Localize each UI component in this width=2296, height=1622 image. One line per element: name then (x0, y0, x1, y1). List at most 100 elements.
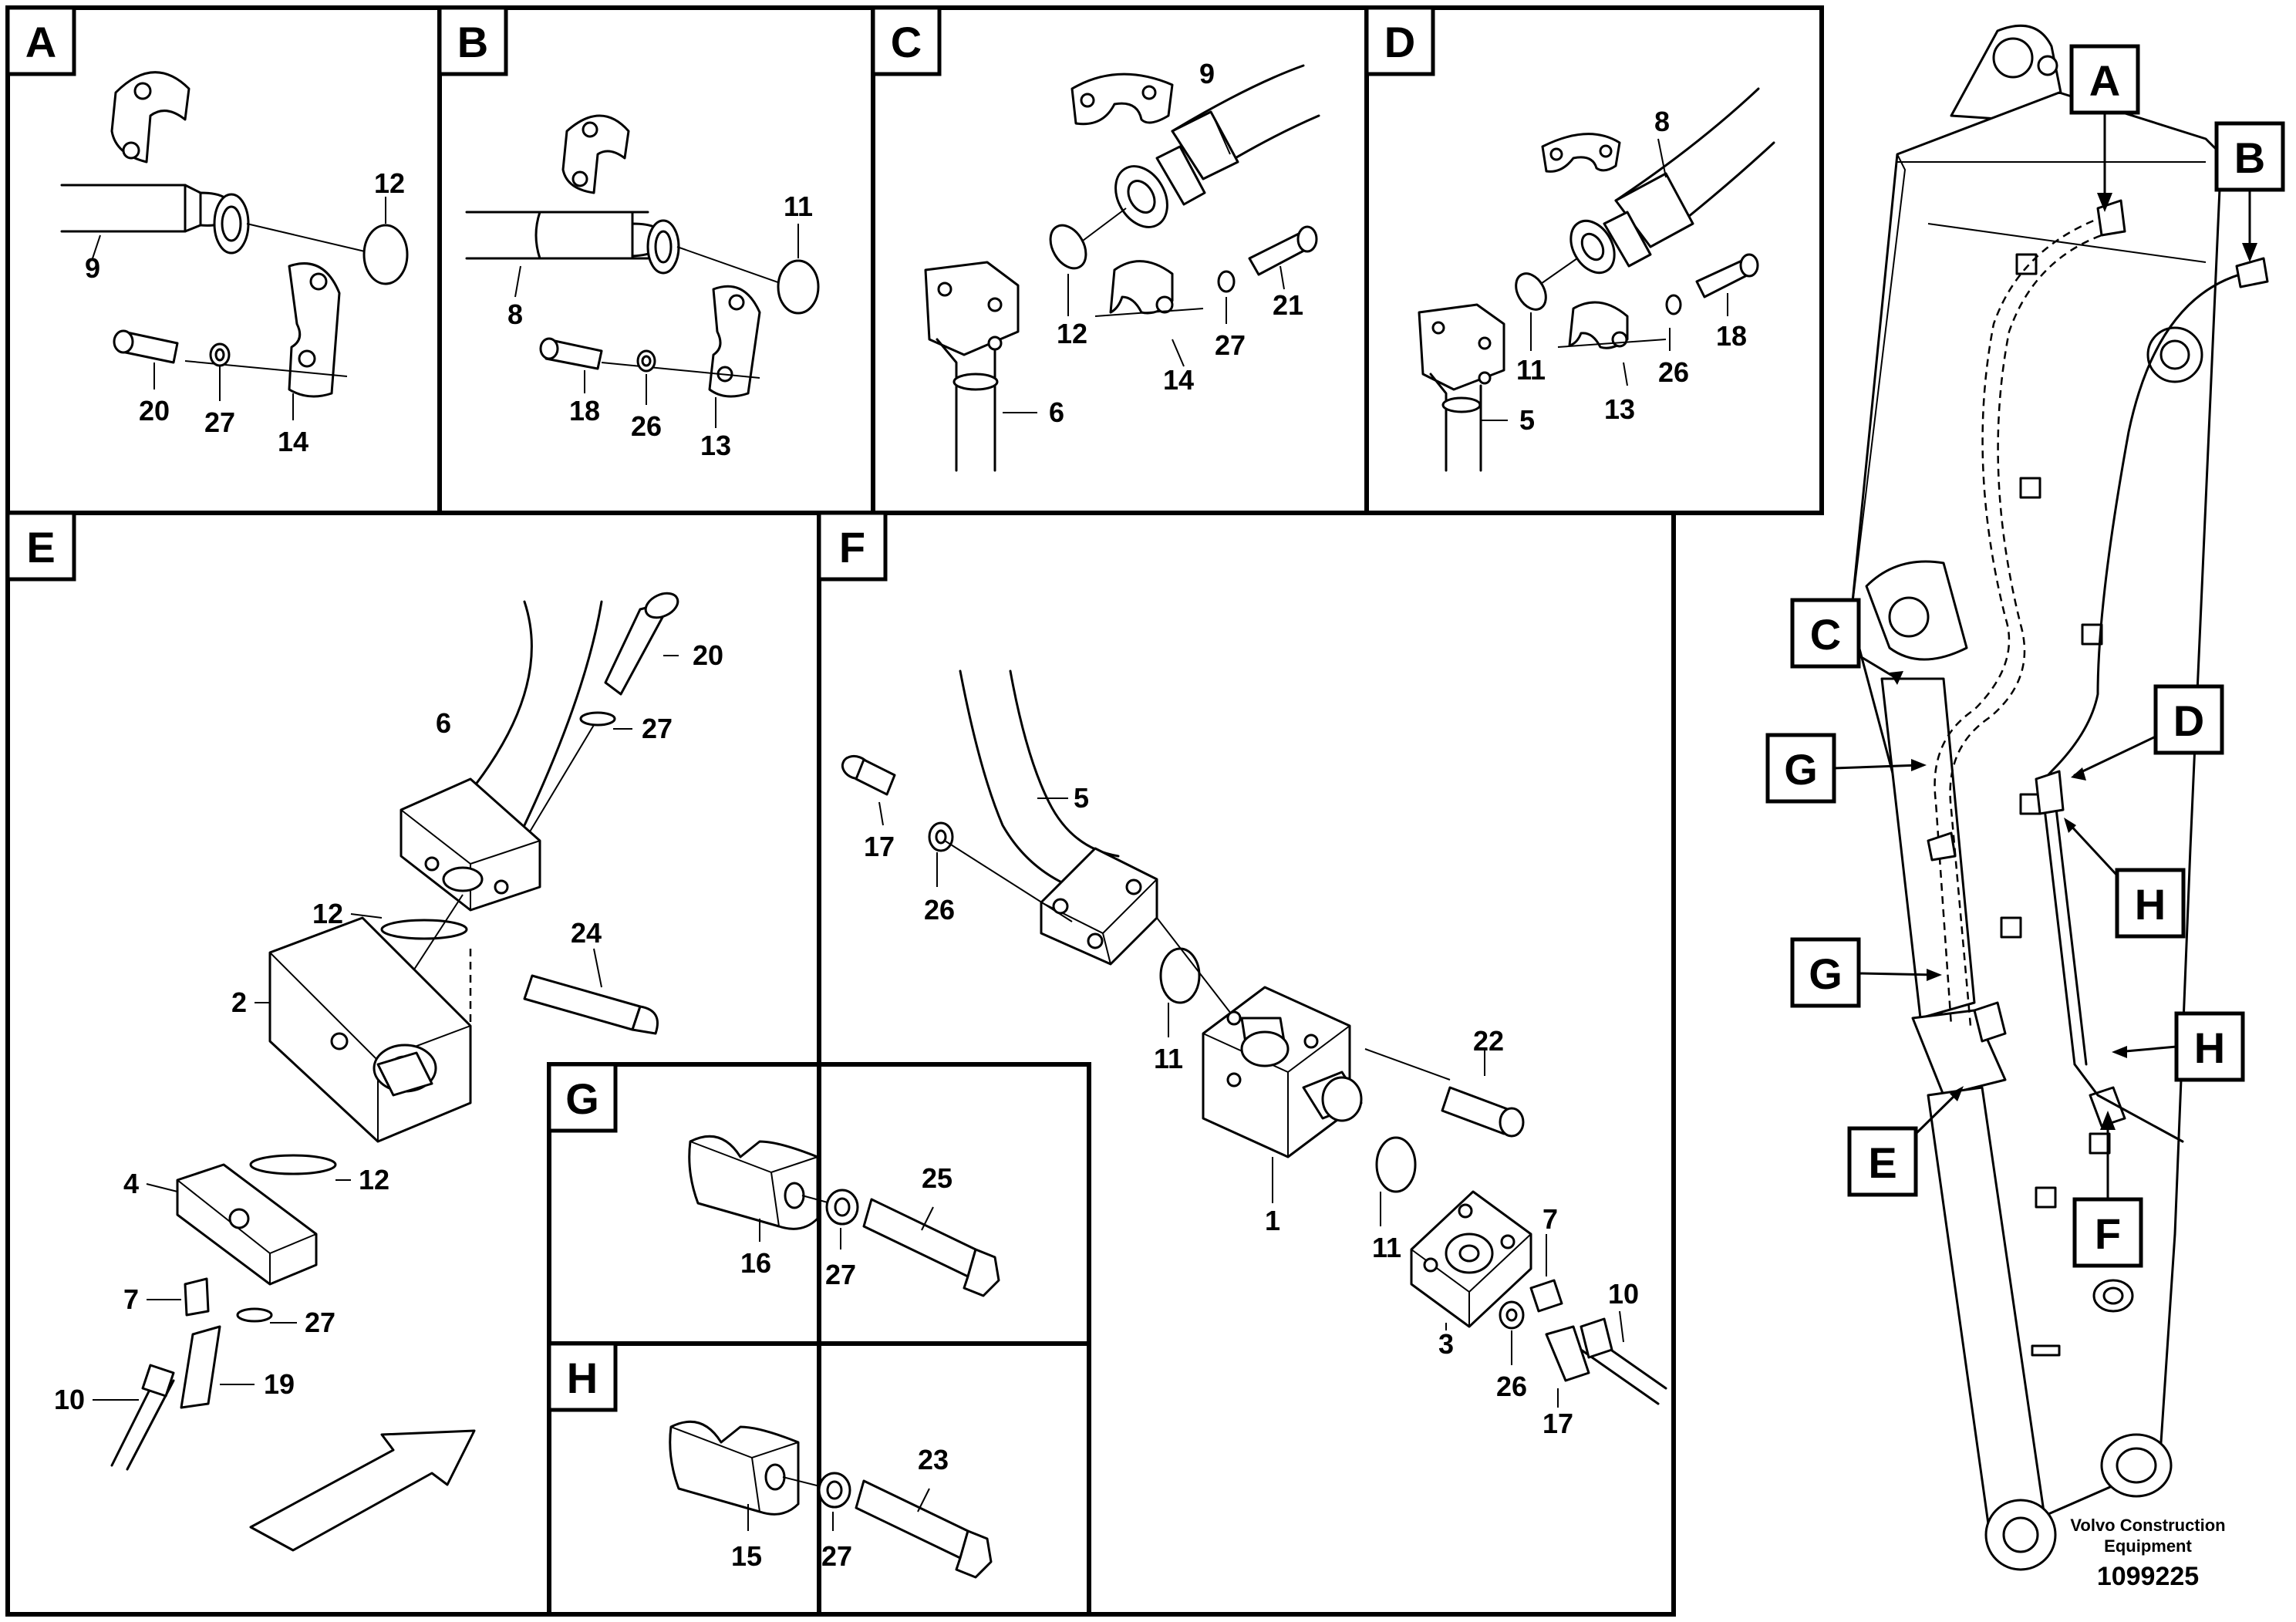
part-callout-11: 11 (784, 191, 813, 222)
section-letter: D (1384, 18, 1415, 66)
part-callout-17: 17 (1542, 1408, 1573, 1439)
part-callout-8: 8 (1654, 106, 1670, 137)
part-callout-11: 11 (1516, 354, 1546, 386)
part-callout-11: 11 (1372, 1232, 1401, 1263)
panel-label-e: E (5, 511, 76, 582)
section-letter: B (2234, 133, 2265, 182)
panel-f-drawing: 5 17 26 11 22 1 11 7 10 3 26 17 (841, 669, 1667, 1439)
section-letter: G (1784, 745, 1818, 794)
part-callout-5: 5 (1074, 782, 1089, 814)
part-callout-9: 9 (85, 252, 100, 284)
part-callout-24: 24 (571, 917, 602, 949)
company-line-2: Equipment (2104, 1536, 2192, 1556)
part-callout-12: 12 (359, 1164, 389, 1195)
overview-tag-h-lower: H (2112, 1011, 2245, 1082)
section-letter: C (891, 18, 922, 66)
part-callout-10: 10 (54, 1384, 85, 1415)
panel-a-drawing: 12 9 20 27 14 (60, 71, 409, 457)
direction-arrow-icon (249, 1429, 476, 1552)
part-callout-27: 27 (642, 713, 673, 744)
panel-frames (5, 5, 1824, 1617)
overview-tag-g-upper: G (1765, 733, 1927, 804)
part-callout-12: 12 (1057, 318, 1087, 349)
overview-tag-g-lower: G (1790, 937, 1942, 1008)
part-callout-7: 7 (123, 1283, 139, 1315)
part-callout-11: 11 (1154, 1043, 1183, 1074)
section-letter: H (567, 1354, 598, 1402)
part-callout-12: 12 (374, 167, 405, 199)
part-callout-10: 10 (1608, 1278, 1639, 1310)
section-letter: H (2135, 880, 2166, 929)
part-callout-16: 16 (740, 1247, 771, 1279)
overview-tag-e: E (1847, 1086, 1964, 1197)
panel-label-c: C (871, 5, 942, 76)
part-callout-14: 14 (1163, 364, 1194, 396)
part-callout-15: 15 (731, 1540, 762, 1572)
part-callout-5: 5 (1519, 404, 1535, 436)
overview-tag-b: B (2214, 121, 2285, 262)
overview-tag-h-upper: H (2064, 818, 2186, 939)
section-letter: F (839, 523, 865, 572)
part-callout-14: 14 (278, 426, 308, 457)
overview-tag-a: A (2069, 44, 2140, 212)
part-callout-21: 21 (1273, 289, 1303, 321)
overview-tag-c: C (1790, 598, 1903, 685)
part-callout-3: 3 (1438, 1328, 1454, 1360)
part-callout-20: 20 (693, 639, 723, 671)
section-letter: D (2173, 696, 2204, 745)
panel-label-g: G (547, 1062, 618, 1133)
part-callout-9: 9 (1199, 58, 1215, 89)
part-callout-4: 4 (123, 1168, 139, 1199)
part-callout-25: 25 (922, 1162, 952, 1194)
section-letter: B (457, 18, 488, 66)
part-callout-6: 6 (436, 707, 451, 739)
part-callout-26: 26 (631, 410, 662, 442)
section-letter: G (565, 1074, 599, 1123)
overview-arm (1849, 24, 2269, 1571)
section-letter: F (2095, 1209, 2121, 1258)
panel-d-drawing: 8 11 18 26 13 5 (1418, 87, 1775, 472)
panel-b-drawing: 11 8 18 26 13 (465, 114, 820, 461)
part-callout-8: 8 (507, 298, 523, 330)
part-callout-1: 1 (1265, 1205, 1280, 1236)
section-letter: C (1810, 610, 1841, 659)
part-callout-26: 26 (1496, 1371, 1527, 1402)
panel-label-a: A (5, 5, 76, 76)
panel-label-f: F (817, 511, 888, 582)
section-letter: A (2089, 56, 2120, 105)
part-callout-26: 26 (1658, 356, 1689, 388)
part-callout-12: 12 (312, 898, 343, 929)
section-letter: E (1868, 1138, 1896, 1187)
part-callout-27: 27 (825, 1259, 856, 1290)
part-callout-23: 23 (918, 1444, 949, 1475)
part-callout-17: 17 (864, 831, 895, 862)
section-letter: E (26, 523, 55, 572)
part-callout-13: 13 (700, 430, 731, 461)
part-callout-19: 19 (264, 1368, 295, 1400)
part-callout-27: 27 (204, 406, 235, 438)
overview-tag-d: D (2071, 684, 2224, 781)
panel-g-drawing: 25 16 27 (688, 1135, 1000, 1297)
overview-tag-f: F (2072, 1111, 2143, 1268)
panel-label-d: D (1364, 5, 1435, 76)
panel-c-drawing: 9 12 21 27 14 6 (924, 58, 1320, 472)
section-letter: H (2194, 1023, 2225, 1072)
panel-h-drawing: 23 15 27 (669, 1420, 993, 1579)
section-letter: G (1809, 949, 1843, 998)
part-callout-7: 7 (1542, 1203, 1558, 1235)
part-callout-26: 26 (924, 894, 955, 926)
part-callout-2: 2 (231, 986, 247, 1018)
company-line-1: Volvo Construction (2070, 1516, 2225, 1535)
panel-e-drawing: 20 6 27 12 24 2 12 4 7 27 10 19 (54, 592, 723, 1552)
part-callout-27: 27 (1215, 329, 1246, 361)
drawing-number: 1099225 (2097, 1562, 2199, 1591)
part-callout-27: 27 (305, 1307, 335, 1338)
part-callout-22: 22 (1473, 1025, 1504, 1057)
part-callout-18: 18 (1716, 320, 1747, 352)
part-callout-6: 6 (1049, 396, 1064, 428)
part-callout-20: 20 (139, 395, 170, 427)
part-callout-13: 13 (1604, 393, 1635, 425)
panel-label-b: B (437, 5, 508, 76)
part-callout-27: 27 (821, 1540, 852, 1572)
